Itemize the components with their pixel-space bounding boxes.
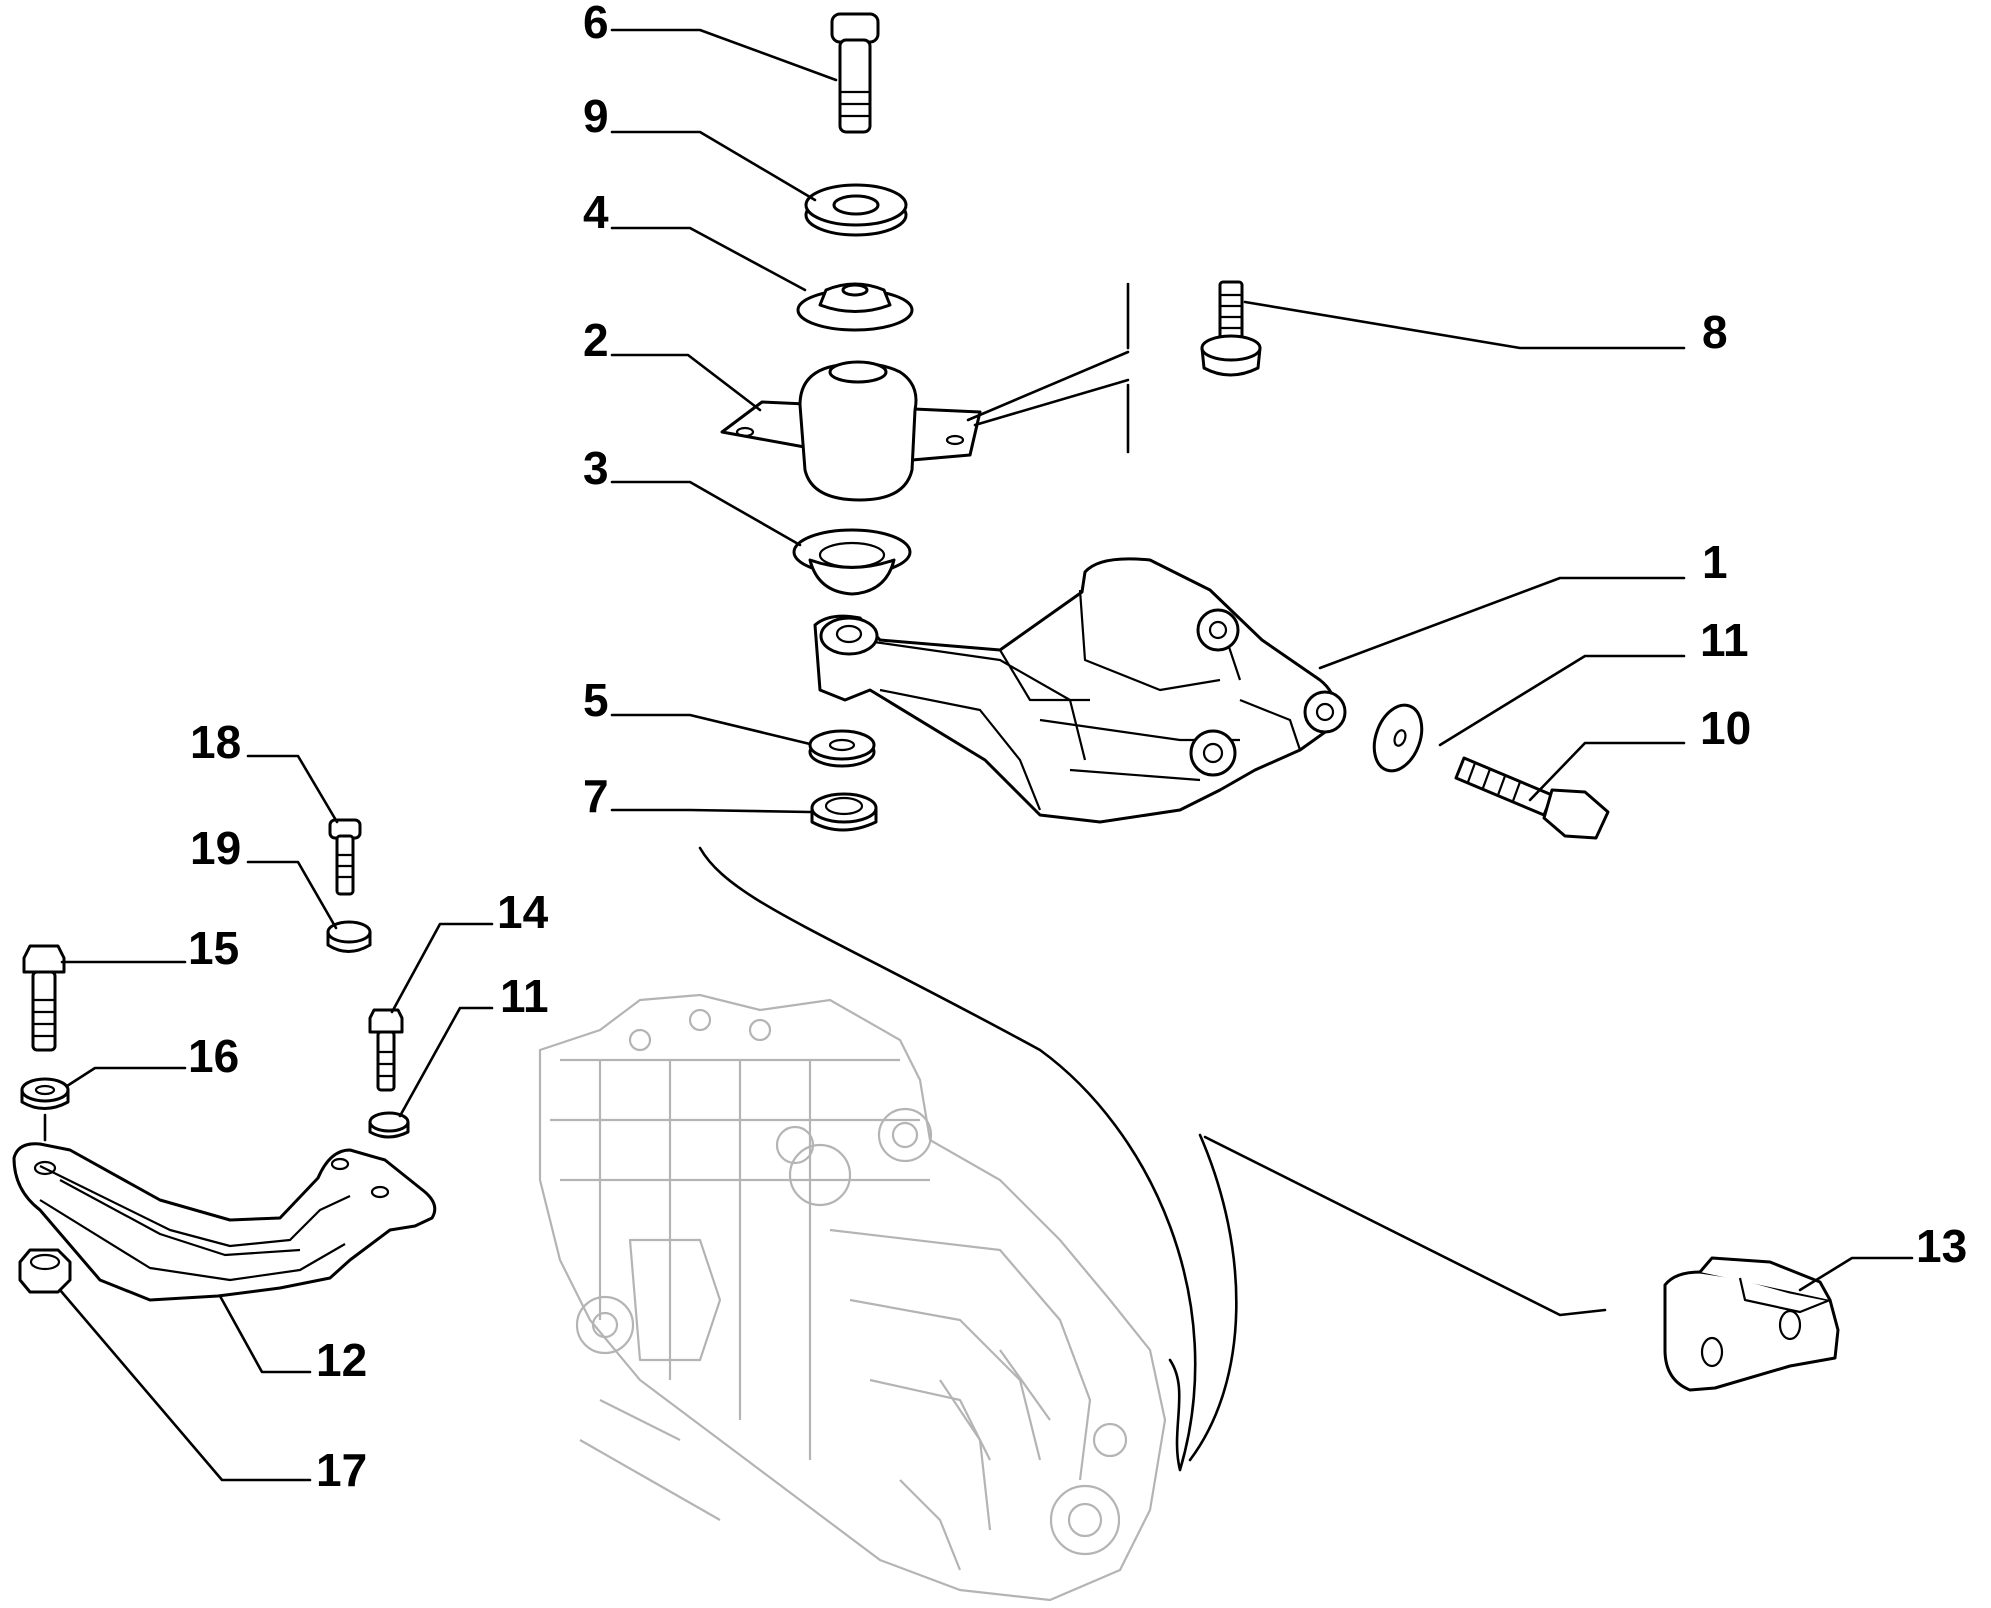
leader-6	[610, 28, 838, 82]
part-5-washer	[808, 729, 876, 768]
callout-16: 16	[188, 1030, 239, 1082]
part-3-lower-cup	[792, 528, 912, 596]
leader-4	[610, 226, 807, 292]
part-13-bracket-plate	[1663, 1256, 1840, 1392]
engine-gearbox-assembly-illustration	[538, 993, 1167, 1602]
callout-15: 15	[188, 922, 239, 974]
part-4-rubber-pad	[796, 282, 914, 332]
leader-17	[58, 1288, 312, 1482]
part-19-washer	[326, 920, 372, 953]
callout-9: 9	[583, 90, 609, 142]
part-7-nut	[810, 792, 878, 832]
callout-17: 17	[316, 1444, 367, 1496]
leader-16	[65, 1066, 187, 1088]
callout-2: 2	[583, 314, 609, 366]
callout-11-upper: 11	[1700, 614, 1749, 666]
leader-11-lower	[398, 1006, 494, 1118]
callout-1: 1	[1702, 536, 1728, 588]
engine-outline-curve-right	[1188, 1133, 1607, 1462]
callout-3: 3	[583, 442, 609, 494]
leader-lines	[58, 28, 1914, 1482]
leader-7	[610, 808, 812, 814]
leader-14	[390, 922, 494, 1014]
leader-3	[610, 480, 802, 547]
callout-7: 7	[583, 770, 609, 822]
leader-8	[1243, 300, 1686, 350]
part-12-link-arm	[12, 1142, 437, 1302]
leader-19	[246, 860, 338, 930]
part-8-flange-bolt	[1200, 280, 1262, 377]
part-10-bolt	[1454, 756, 1610, 840]
callout-labels: 6 9 4 2 8 3 1 11 10 5 7 18 19 15 16 14 1…	[188, 0, 1967, 1496]
leader-2	[610, 353, 762, 412]
part-15-bolt	[22, 944, 66, 1052]
callout-14: 14	[497, 886, 549, 938]
engine-outline-curve-left	[698, 846, 1197, 1472]
part-17-nut	[18, 1248, 72, 1294]
callout-19: 19	[190, 822, 241, 874]
part-16-washer	[20, 1077, 70, 1110]
leader-1	[1318, 576, 1686, 670]
part-11-upper-washer	[1372, 703, 1424, 773]
part-1-support-bracket	[813, 557, 1347, 824]
leader-12	[218, 1294, 312, 1374]
callout-11-lower: 11	[500, 970, 549, 1022]
part-14-bolt	[368, 1008, 404, 1092]
part-18-bolt	[328, 818, 362, 896]
callout-6: 6	[583, 0, 609, 48]
leader-11-upper	[1438, 654, 1686, 747]
callout-13: 13	[1916, 1220, 1967, 1272]
part-6-bolt	[830, 12, 880, 134]
leader-18	[246, 754, 339, 824]
callout-12: 12	[316, 1334, 367, 1386]
callout-5: 5	[583, 674, 609, 726]
leader-10	[1528, 741, 1686, 802]
leader-9	[610, 130, 817, 202]
callout-18: 18	[190, 716, 241, 768]
part-11-lower-washer	[368, 1111, 410, 1139]
callout-10: 10	[1700, 702, 1751, 754]
leader-5	[610, 713, 812, 746]
callout-8: 8	[1702, 306, 1728, 358]
part-2-engine-mount	[720, 360, 982, 502]
callout-4: 4	[583, 186, 609, 238]
leader-13	[1798, 1256, 1914, 1292]
part-9-washer	[804, 183, 908, 237]
part-2-mount-leader	[966, 282, 1130, 454]
